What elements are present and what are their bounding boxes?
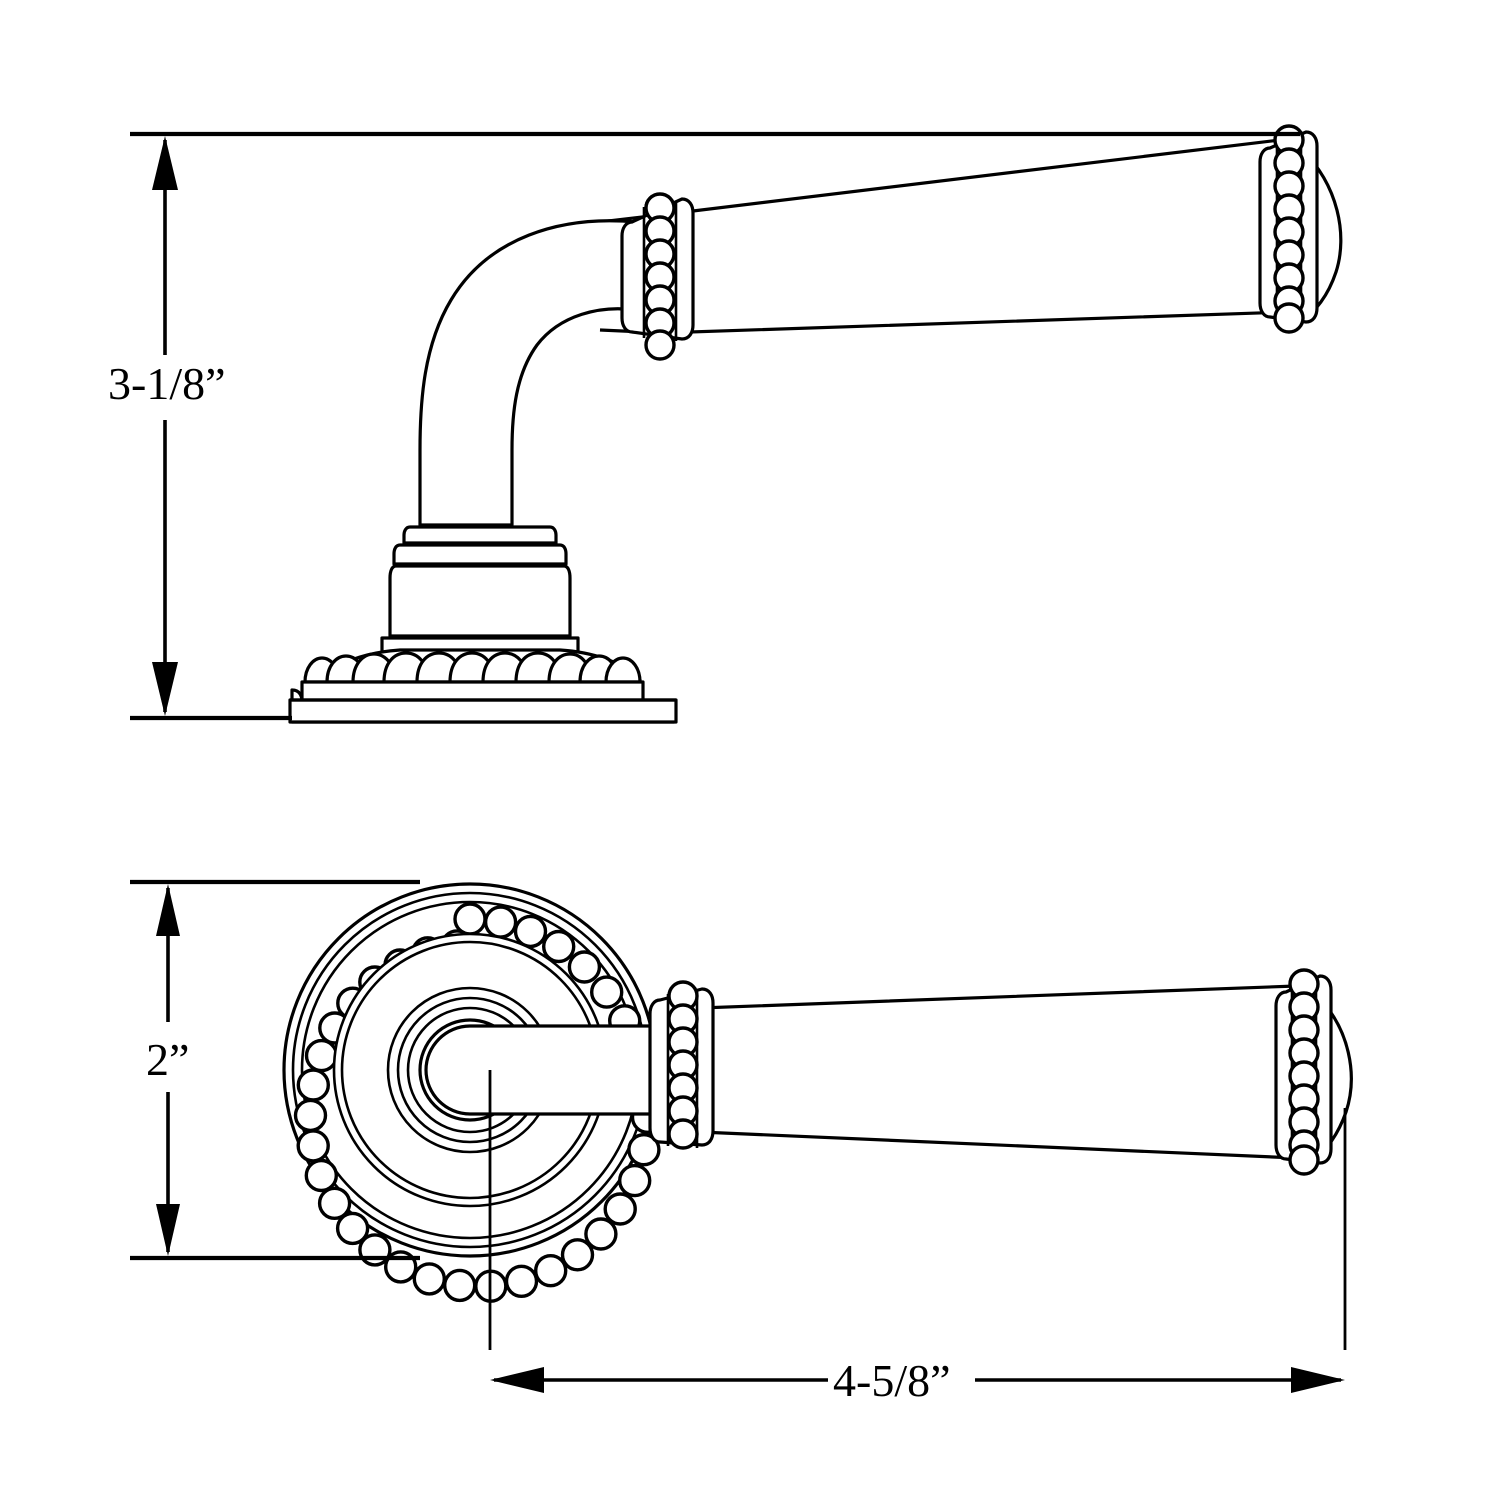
arrowhead-down <box>152 662 178 716</box>
beaded-collar-front <box>648 980 715 1150</box>
arrowhead-projection-left <box>490 1367 544 1393</box>
rosette-base-side <box>288 636 678 724</box>
base-collar-side <box>388 525 572 638</box>
lever-hub-front <box>424 1024 678 1116</box>
arrowhead-up <box>152 136 178 190</box>
dimension-rosette-diameter: 2” <box>130 879 420 1261</box>
arrowhead-rosette-down <box>156 1204 180 1256</box>
dimension-label-rosette-diameter: 2” <box>146 1034 189 1085</box>
beaded-collar-side <box>620 192 695 361</box>
dimension-label-height: 3-1/8” <box>108 358 226 409</box>
rosette-bead-row-side <box>303 651 642 684</box>
arrowhead-rosette-up <box>156 884 180 936</box>
dimension-projection-length: 4-5/8” <box>490 1355 1345 1406</box>
side-elevation-view <box>288 124 1343 724</box>
dimension-height: 3-1/8” <box>108 131 1300 721</box>
front-elevation-view <box>282 882 1353 1350</box>
rosette-front <box>282 882 665 1303</box>
lever-end-cap-front <box>1274 968 1353 1176</box>
dimension-label-projection-length: 4-5/8” <box>833 1355 951 1406</box>
lever-arm-side <box>599 137 1290 335</box>
lever-neck-elbow-side <box>418 219 638 527</box>
lever-arm-front <box>698 984 1298 1160</box>
arrowhead-projection-right <box>1291 1367 1345 1393</box>
lever-end-cap-side <box>1258 124 1343 334</box>
